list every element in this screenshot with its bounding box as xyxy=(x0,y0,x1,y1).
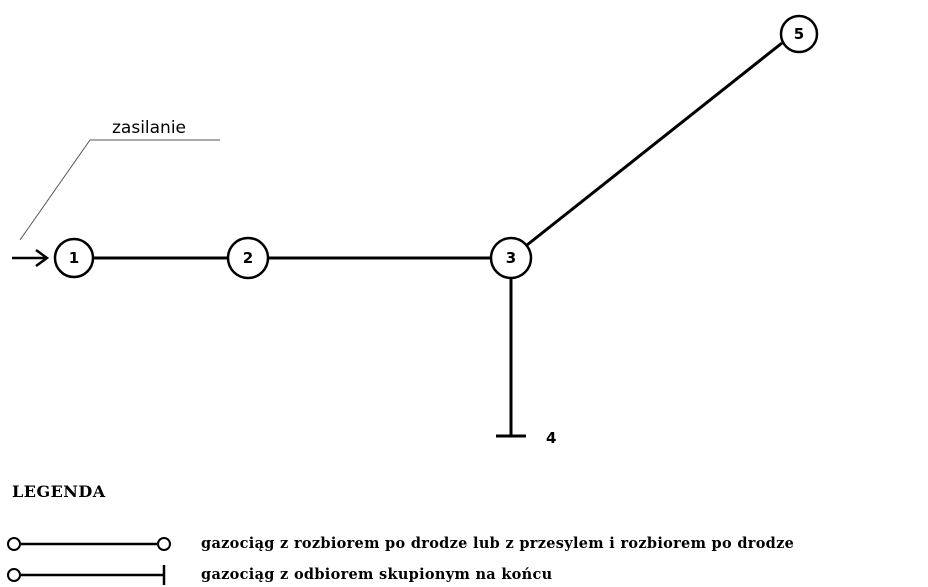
node-3-label: 3 xyxy=(506,249,516,267)
feed-leader-line xyxy=(19,139,220,241)
node-4-label: 4 xyxy=(546,429,556,447)
legend-symbol-circles-both-ends xyxy=(7,537,171,551)
feed-label: zasilanie xyxy=(112,118,186,138)
node-1-label: 1 xyxy=(69,249,79,267)
legend-symbol-circle-bar-end xyxy=(7,565,166,585)
node-1: 1 xyxy=(53,237,95,279)
node-2-label: 2 xyxy=(243,249,253,267)
legend-item-2-text: gazociąg z odbiorem skupionym na końcu xyxy=(201,566,553,583)
node-2: 2 xyxy=(226,236,270,280)
feed-arrow-head xyxy=(35,248,50,268)
legend-item-1-text: gazociąg z rozbiorem po drodze lub z prz… xyxy=(201,535,794,552)
pipe-3-5 xyxy=(526,41,783,247)
legend-title: LEGENDA xyxy=(12,482,106,501)
node-5: 5 xyxy=(779,14,819,54)
node-5-label: 5 xyxy=(794,25,804,43)
node-3: 3 xyxy=(489,236,533,280)
